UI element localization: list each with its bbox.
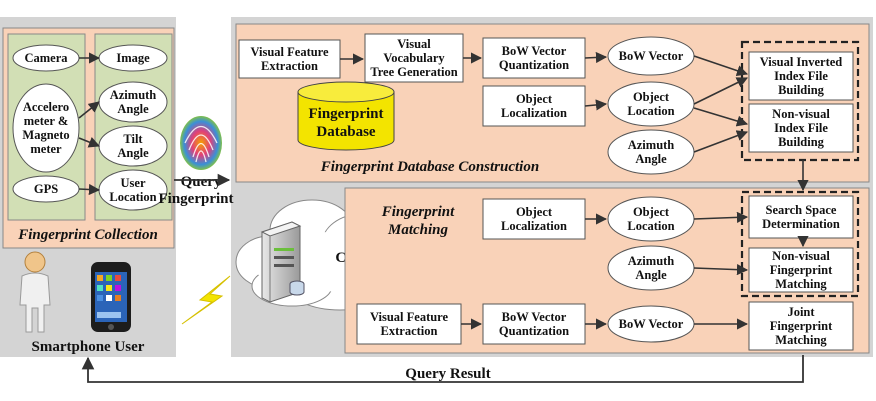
match-oloc2-node-text: Location [627, 219, 674, 233]
build-nvi-node-text: Index File [774, 121, 828, 135]
match-jfm-node [748, 301, 854, 351]
build-vvt-node-text: Vocabulary [383, 51, 445, 65]
query-fingerprint-label-2: Fingerprint [159, 191, 234, 207]
collection-title: Fingerprint Collection [17, 227, 158, 243]
smartphone-user-label: Smartphone User [32, 339, 145, 355]
build-bowv-node-text: BoW Vector [619, 49, 684, 63]
build-ol-node-text: Localization [501, 106, 567, 120]
lightning-icon [181, 275, 231, 325]
build-vfe-node-text: Visual Feature [250, 45, 329, 59]
sensor-node-text: Camera [24, 51, 68, 65]
output-node-text: Azimuth [110, 88, 157, 102]
match-nvfm-node-text: Non-visual [772, 249, 830, 263]
match-nvfm-node [748, 247, 854, 293]
match-vfe2-node-text: Extraction [381, 324, 438, 338]
match-jfm-node-text: Fingerprint [770, 319, 833, 333]
build-vii-node [748, 51, 854, 101]
flow-arrow [693, 77, 749, 105]
output-node-text: Angle [117, 146, 149, 160]
build-ol-node [482, 85, 586, 127]
build-az-node-text: Angle [635, 152, 667, 166]
smartphone-icon [91, 262, 131, 332]
match-az2-node-text: Azimuth [628, 254, 675, 268]
sensor-node-text: meter [30, 142, 62, 156]
match-ol2-node [482, 198, 586, 240]
build-vii-node-text: Building [778, 83, 825, 97]
index-building-group [740, 40, 860, 162]
flow-arrow [693, 130, 749, 153]
build-vii-node-text: Index File [774, 69, 828, 83]
match-ssd-node-text: Search Space [766, 203, 837, 217]
match-jfm-node-text: Matching [775, 333, 827, 347]
build-vfe-node [238, 39, 341, 79]
collection-arrow [78, 101, 100, 119]
matching-title-1: Fingerprint [381, 204, 455, 220]
build-oloc-node-text: Location [627, 104, 674, 118]
build-bowq-node [482, 37, 586, 79]
flow-arrow [693, 107, 749, 127]
fingerprint-icon [180, 116, 222, 170]
server-icon [260, 221, 305, 303]
match-ssd-node-text: Determination [762, 217, 840, 231]
match-az2-node-text: Angle [635, 268, 667, 282]
search-space-group [740, 190, 860, 298]
sensor-node-text: Accelero [23, 100, 69, 114]
database-label-1: Fingerprint [309, 106, 384, 122]
match-ol2-node-text: Object [516, 205, 553, 219]
build-bowq-node-text: BoW Vector [502, 44, 567, 58]
flow-arrow [584, 51, 608, 64]
match-bowq2-node [482, 303, 586, 345]
build-bowq-node-text: Quantization [499, 58, 569, 72]
match-oloc2-node-text: Object [633, 205, 670, 219]
build-nvi-node [748, 103, 854, 153]
flow-arrow [693, 211, 749, 223]
sensor-node-text: Magneto [22, 128, 69, 142]
build-vfe-node-text: Extraction [261, 59, 318, 73]
sensor-node-text: meter & [24, 114, 69, 128]
output-node-text: Tilt [123, 132, 143, 146]
sensor-node [12, 83, 80, 173]
query-result-label: Query Result [405, 366, 490, 382]
construction-title: Fingerprint Database Construction [320, 159, 539, 175]
output-node-text: Location [109, 190, 156, 204]
match-bowv2-node-text: BoW Vector [619, 317, 684, 331]
flow-arrow [693, 264, 749, 276]
flow-arrow [693, 55, 749, 77]
build-vvt-node-text: Tree Generation [370, 65, 457, 79]
sensor-node-text: GPS [34, 182, 58, 196]
build-nvi-node-text: Non-visual [772, 107, 830, 121]
match-ol2-node-text: Localization [501, 219, 567, 233]
matching-title-2: Matching [387, 222, 449, 238]
build-oloc-node-text: Object [633, 90, 670, 104]
match-bowq2-node-text: BoW Vector [502, 310, 567, 324]
query-fingerprint-label: Query [181, 174, 222, 190]
result-return-line [81, 355, 804, 383]
flow-arrow [584, 99, 608, 111]
output-node-text: Image [116, 51, 150, 65]
match-nvfm-node-text: Fingerprint [770, 263, 833, 277]
match-jfm-node-text: Joint [787, 305, 815, 319]
output-node-text: User [121, 176, 146, 190]
match-vfe2-node-text: Visual Feature [370, 310, 449, 324]
match-ssd-node [748, 195, 854, 239]
person-icon [19, 251, 51, 333]
build-az-node-text: Azimuth [628, 138, 675, 152]
output-node-text: Angle [117, 102, 149, 116]
collection-arrow [78, 183, 101, 196]
build-nvi-node-text: Building [778, 135, 825, 149]
build-vvt-node-text: Visual [397, 37, 431, 51]
build-vii-node-text: Visual Inverted [760, 55, 843, 69]
match-nvfm-node-text: Matching [775, 277, 827, 291]
build-ol-node-text: Object [516, 92, 553, 106]
database-label-2: Database [316, 124, 376, 140]
collection-arrow [78, 137, 101, 148]
match-bowq2-node-text: Quantization [499, 324, 569, 338]
fingerprint-database [297, 81, 395, 151]
